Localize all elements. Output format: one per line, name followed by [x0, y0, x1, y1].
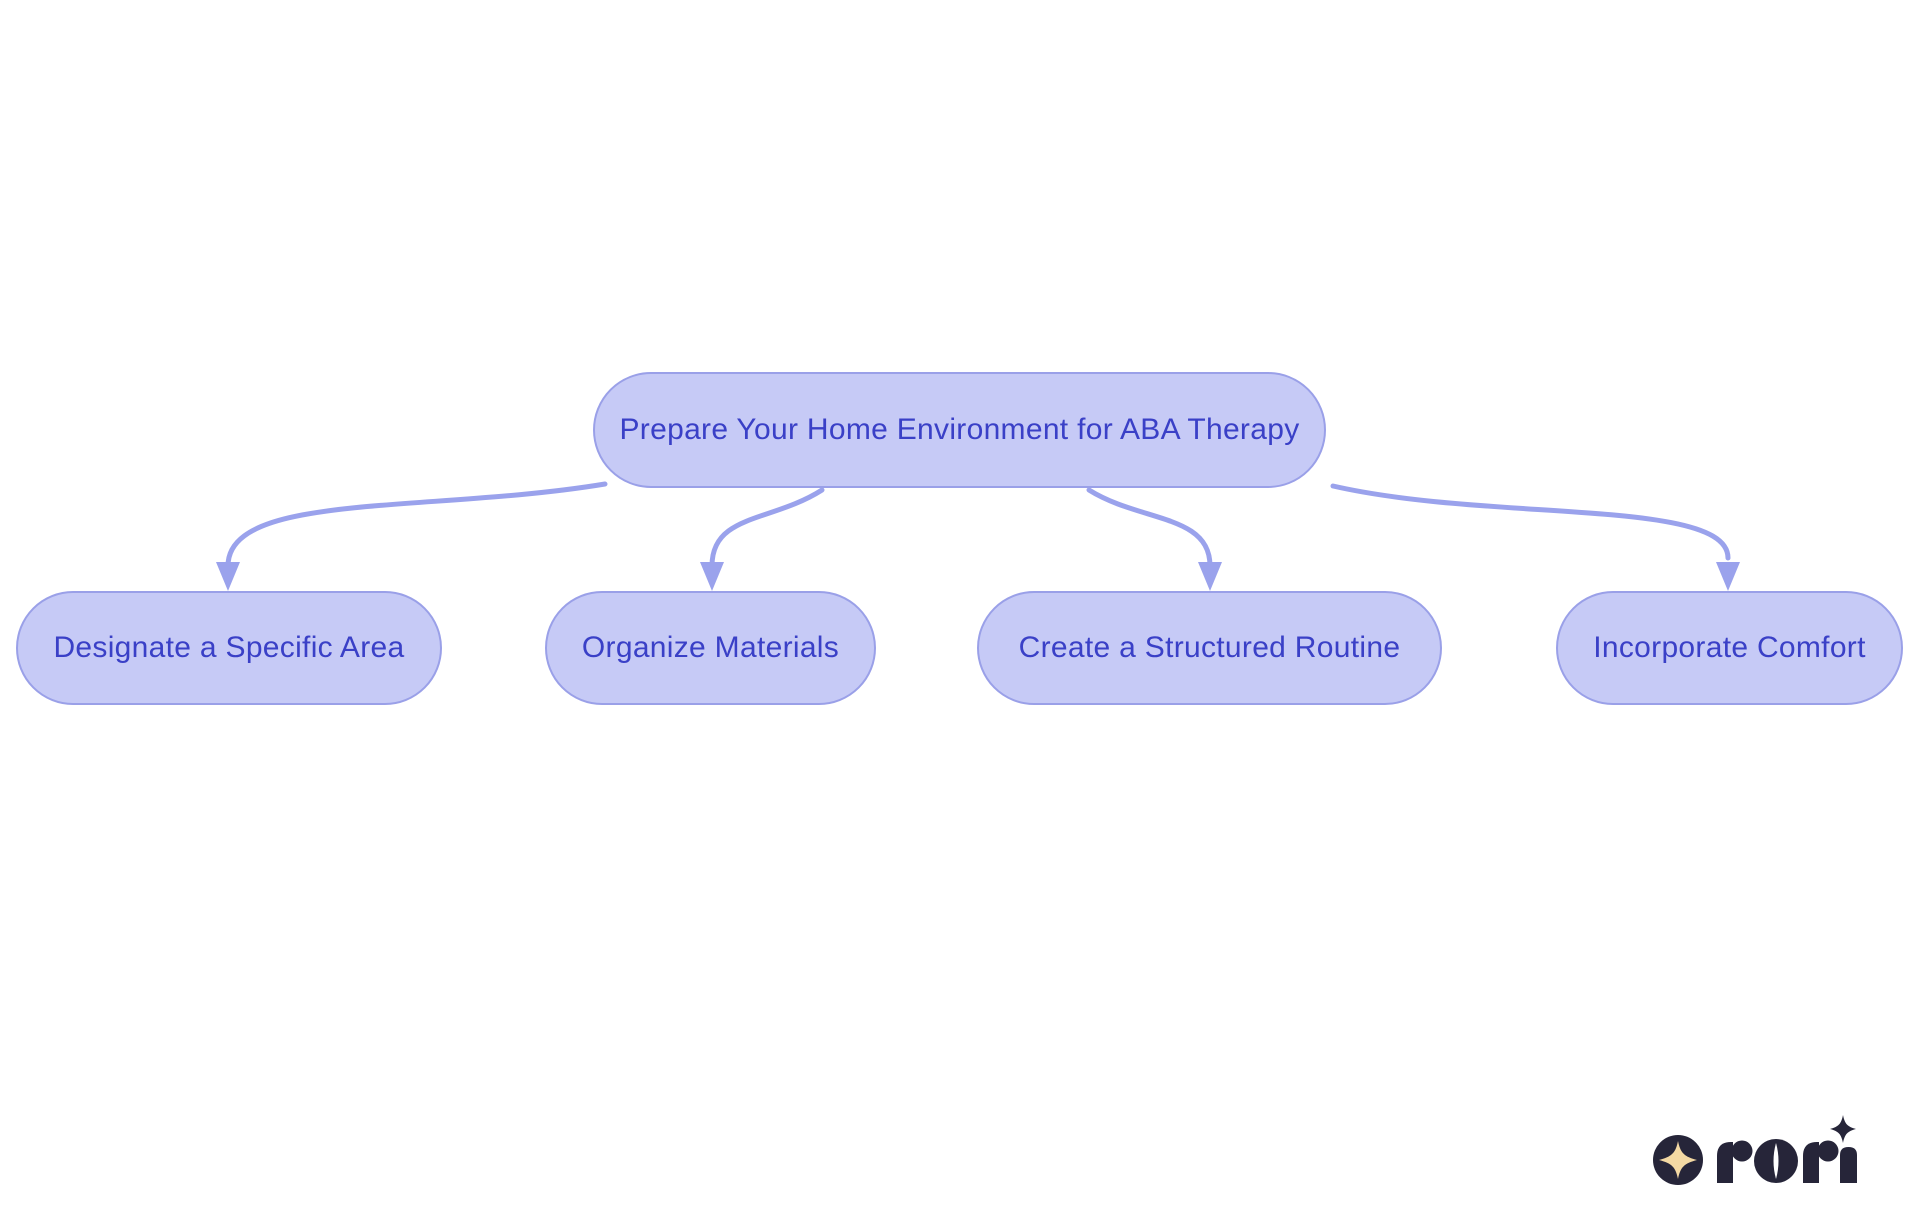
rori-logo: [1653, 1115, 1857, 1185]
sparkle-icon: [1830, 1115, 1856, 1143]
connector-root-to-child-1: [225, 481, 608, 569]
connector-root-to-child-3: [1086, 487, 1213, 569]
root-node-label: Prepare Your Home Environment for ABA Th…: [619, 413, 1300, 446]
child-node-designate-area: Designate a Specific Area: [16, 591, 442, 705]
child-node-label: Organize Materials: [581, 631, 840, 664]
child-node-label: Designate a Specific Area: [53, 631, 405, 664]
arrowhead-child-3: [1198, 562, 1222, 591]
child-node-label: Create a Structured Routine: [1018, 631, 1401, 664]
wordmark-rori: [1717, 1139, 1857, 1183]
arrowhead-child-2: [700, 562, 724, 591]
child-node-structured-routine: Create a Structured Routine: [977, 591, 1442, 705]
connector-root-to-child-2: [709, 487, 825, 569]
root-node: Prepare Your Home Environment for ABA Th…: [593, 372, 1326, 488]
arrowhead-child-1: [216, 562, 240, 591]
connector-root-to-child-4: [1330, 483, 1731, 561]
child-node-label: Incorporate Comfort: [1593, 631, 1866, 664]
sparkle-circle-icon: [1653, 1135, 1703, 1185]
child-node-organize-materials: Organize Materials: [545, 591, 876, 705]
child-node-incorporate-comfort: Incorporate Comfort: [1556, 591, 1903, 705]
arrowhead-child-4: [1716, 562, 1740, 591]
